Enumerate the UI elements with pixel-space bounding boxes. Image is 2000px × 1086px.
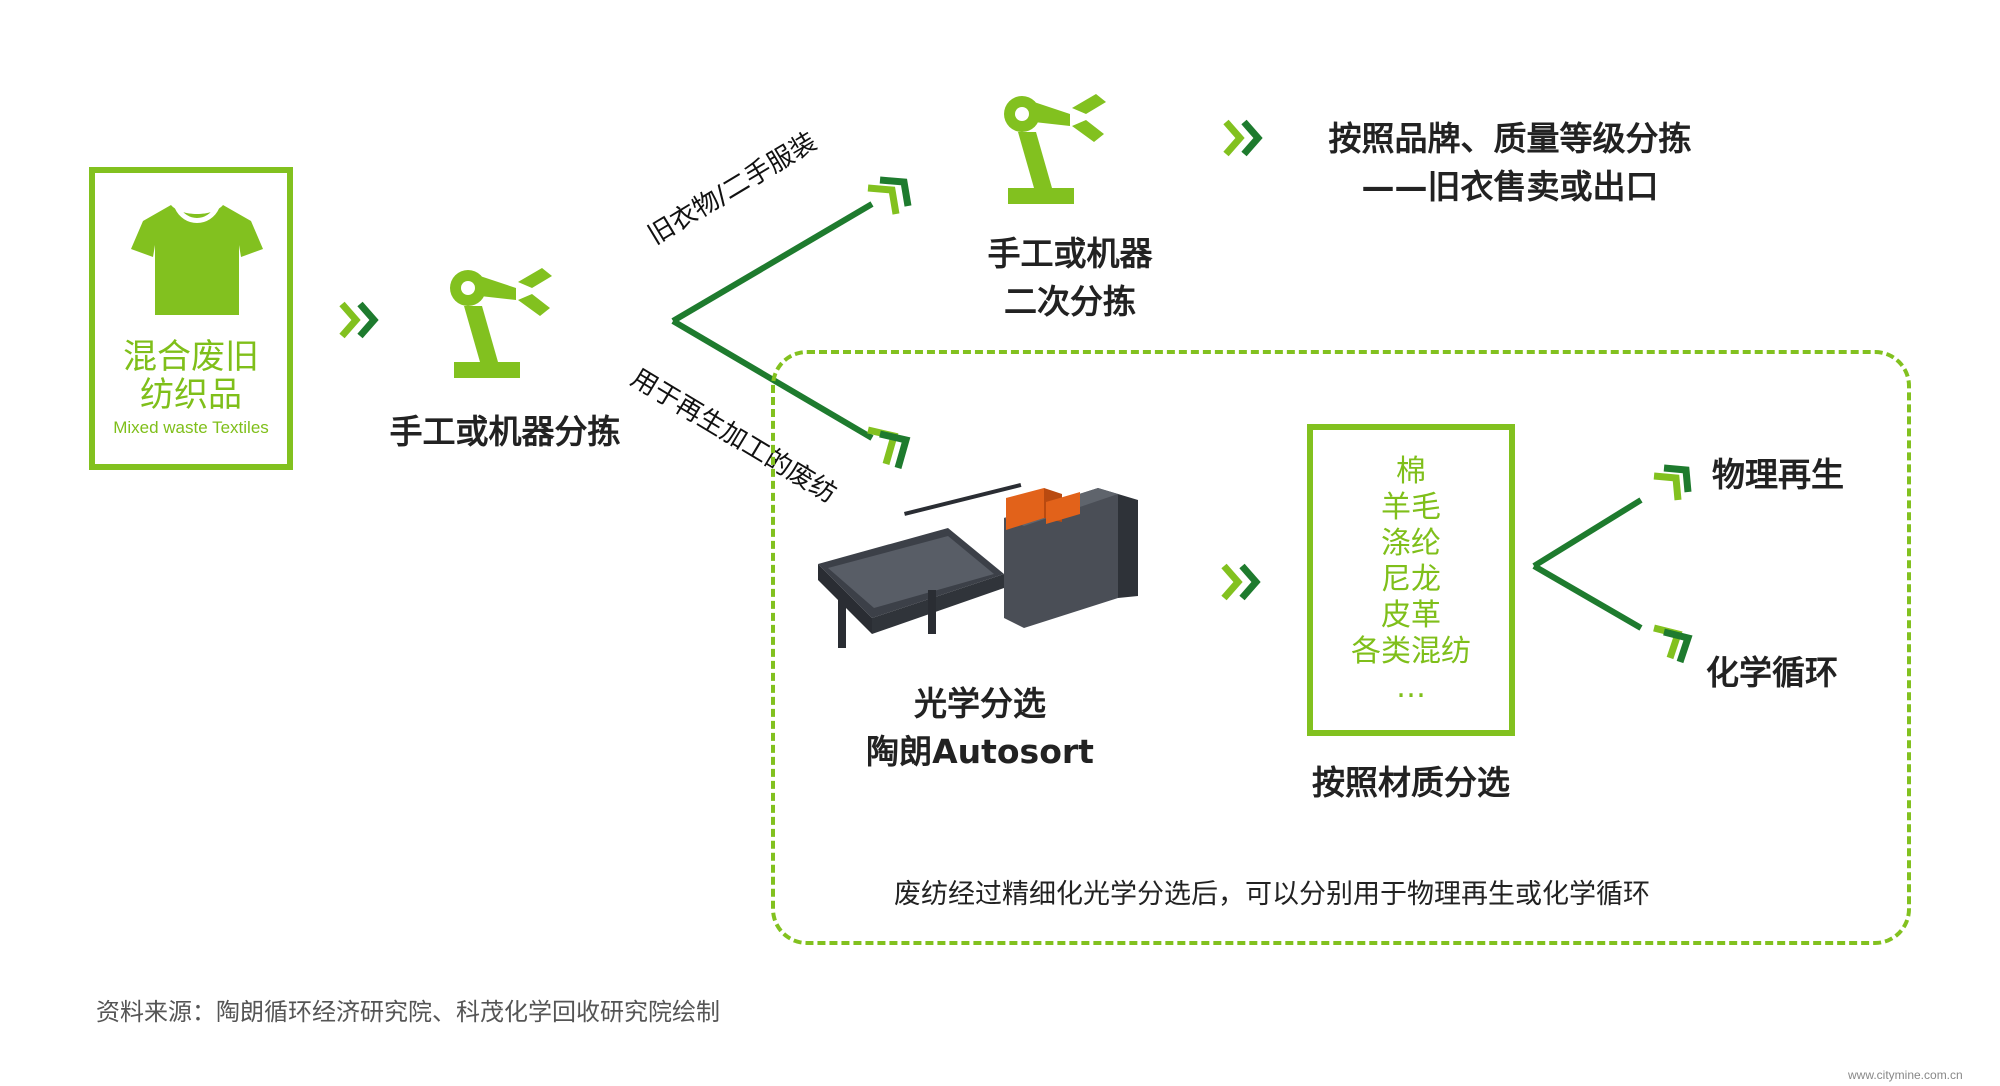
watermark-text: www.citymine.com.cn xyxy=(1848,1068,1963,1082)
resale-line2: ——旧衣售卖或出口 xyxy=(1300,163,1720,211)
material-item: 尼龙 xyxy=(1313,562,1509,598)
optical-line2: 陶朗Autosort xyxy=(830,728,1130,776)
chevron-chemical-icon xyxy=(1648,622,1696,670)
chevron-material-icon xyxy=(1220,560,1264,604)
material-item: 羊毛 xyxy=(1313,490,1509,526)
optical-line1: 光学分选 xyxy=(830,680,1130,728)
region-note: 废纺经过精细化光学分选后，可以分别用于物理再生或化学循环 xyxy=(894,872,1650,911)
resale-line1: 按照品牌、质量等级分拣 xyxy=(1300,115,1720,163)
chevron-resale-icon xyxy=(1222,116,1266,160)
outcome-chemical: 化学循环 xyxy=(1706,646,1838,694)
material-caption: 按照材质分选 xyxy=(1270,756,1552,804)
step2-label-line2: 二次分拣 xyxy=(940,278,1200,326)
material-item: 棉 xyxy=(1313,454,1509,490)
robot-arm-icon-secondary xyxy=(1000,92,1116,206)
source-note: 资料来源：陶朗循环经济研究院、科茂化学回收研究院绘制 xyxy=(96,992,720,1027)
watermark: www.citymine.com.cn xyxy=(1848,1068,1963,1082)
chevron-physical-icon xyxy=(1648,466,1696,514)
material-item: 皮革 xyxy=(1313,598,1509,634)
material-item: 涤纶 xyxy=(1313,526,1509,562)
outcome-physical: 物理再生 xyxy=(1712,448,1844,496)
chevron-upper-icon xyxy=(862,178,914,230)
sorting-machine-image xyxy=(808,478,1148,658)
material-list-box: 棉 羊毛 涤纶 尼龙 皮革 各类混纺 … xyxy=(1307,424,1515,736)
step2-label-line1: 手工或机器 xyxy=(940,230,1200,278)
material-item: … xyxy=(1313,670,1509,706)
material-item: 各类混纺 xyxy=(1313,634,1509,670)
